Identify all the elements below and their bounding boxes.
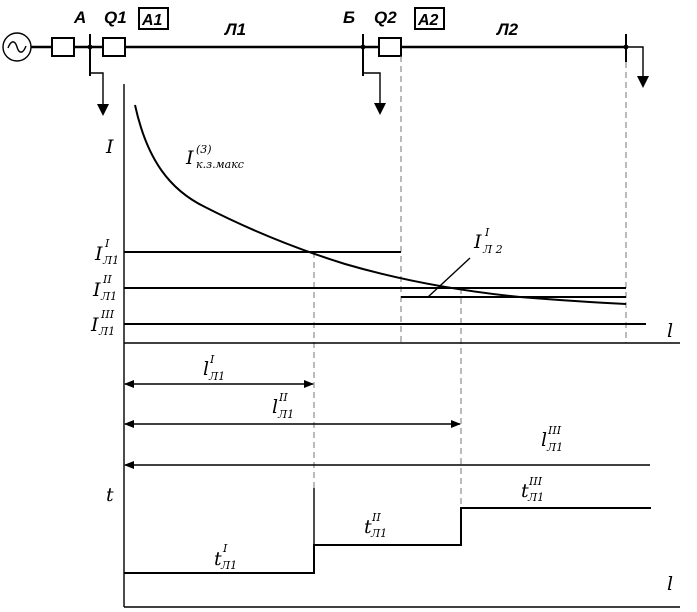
- breaker-q1-icon: [102, 37, 126, 57]
- setting-3-sup: III: [100, 308, 115, 321]
- relay-a2-box: [414, 7, 445, 30]
- current-x-axis-label: l: [667, 320, 673, 342]
- reach-2-base: l: [272, 396, 278, 418]
- time-axis-label: t: [106, 484, 114, 506]
- fault-curve-sup: (3): [196, 143, 212, 156]
- fault-curve-label: I (3) к.з.макс: [185, 143, 244, 171]
- reach-2-sub: Л1: [277, 408, 294, 421]
- stage-3-label: t III Л1: [521, 475, 544, 504]
- reach-2-sup: II: [278, 391, 288, 404]
- current-axis-label: I: [105, 136, 114, 158]
- setting-2-label: I II Л1: [92, 273, 117, 303]
- line-l1-label: Л1: [223, 20, 246, 39]
- reach-3-base: l: [541, 429, 547, 451]
- breaker-q2-icon: [378, 37, 402, 57]
- setting-1-label: I I Л1: [94, 237, 119, 267]
- relay-a2-label: А2: [417, 12, 439, 29]
- load-end-feeder: [626, 46, 644, 80]
- time-step-curve: [124, 507, 651, 574]
- generator-wave: [7, 41, 27, 53]
- load-a-feeder: [90, 72, 104, 108]
- setting-2-sup: II: [102, 273, 112, 286]
- stage-2-sub: Л1: [370, 527, 387, 540]
- reach-zones: l I Л1 l II Л1 l III Л1: [124, 353, 650, 469]
- reach-3-label: l III Л1: [541, 424, 563, 454]
- load-a-arrow-icon: [97, 104, 109, 116]
- stage-2-sup: II: [371, 511, 381, 524]
- setting-2-base: I: [92, 279, 101, 301]
- fault-current-curve: [134, 104, 627, 305]
- load-b-arrow-icon: [374, 103, 386, 115]
- bus-b-label: Б: [343, 8, 355, 27]
- fault-curve-sub: к.з.макс: [196, 158, 244, 171]
- setting-l2-sub: Л 2: [482, 243, 503, 256]
- load-end-arrow-icon: [637, 76, 649, 88]
- time-x-axis-label: l: [667, 573, 673, 595]
- setting-1-base: I: [94, 243, 103, 265]
- setting-2-sub: Л1: [100, 290, 117, 303]
- stage-3-base: t: [521, 480, 529, 502]
- reach-1-label: l I Л1: [203, 353, 225, 383]
- stage-1-sub: Л1: [220, 559, 237, 572]
- bus-b-node: [360, 44, 366, 50]
- current-plot: I l I (3) к.з.макс I I Л1 I II Л1 I III …: [90, 84, 680, 607]
- setting-l2-label: I I Л 2: [473, 226, 503, 256]
- reach-1-sup: I: [209, 353, 215, 366]
- bus-a-node: [87, 44, 93, 50]
- stage-3-sub: Л1: [527, 491, 544, 504]
- setting-3-label: I III Л1: [90, 308, 115, 338]
- stage-1-base: t: [214, 548, 222, 570]
- bus-a-label: А: [73, 8, 86, 27]
- breaker-q1-label: Q1: [104, 8, 127, 27]
- reach-2-label: l II Л1: [272, 391, 294, 421]
- fault-curve-base: I: [185, 147, 194, 169]
- stage-2-base: t: [364, 516, 372, 538]
- reach-1-base: l: [203, 358, 209, 380]
- setting-1-sub: Л1: [102, 254, 119, 267]
- switch-1-icon: [51, 37, 75, 57]
- setting-l2-base: I: [473, 231, 482, 253]
- stage-2-label: t II Л1: [364, 511, 387, 540]
- reach-3-sup: III: [547, 424, 562, 437]
- time-plot: t l t I Л1 t II Л1 t III Л1: [106, 475, 680, 608]
- stage-3-sup: III: [528, 475, 543, 488]
- load-b-feeder: [363, 72, 381, 107]
- stage-1-label: t I Л1: [214, 542, 237, 572]
- relay-a1-label: А1: [141, 12, 163, 29]
- reach-1-sub: Л1: [208, 370, 225, 383]
- reach-3-sub: Л1: [546, 441, 563, 454]
- setting-1-sup: I: [104, 237, 110, 250]
- stage-1-sup: I: [222, 542, 228, 555]
- relay-a1-box: [138, 7, 169, 30]
- schematic: А Q1 А1 Л1 Б Q2 А2 Л2: [2, 7, 649, 116]
- setting-l2-sup: I: [484, 226, 490, 239]
- setting-3-base: I: [90, 314, 99, 336]
- setting-l2-leader: [427, 257, 471, 298]
- setting-3-sub: Л1: [98, 325, 115, 338]
- breaker-q2-label: Q2: [374, 8, 397, 27]
- line-l2-label: Л2: [495, 20, 519, 39]
